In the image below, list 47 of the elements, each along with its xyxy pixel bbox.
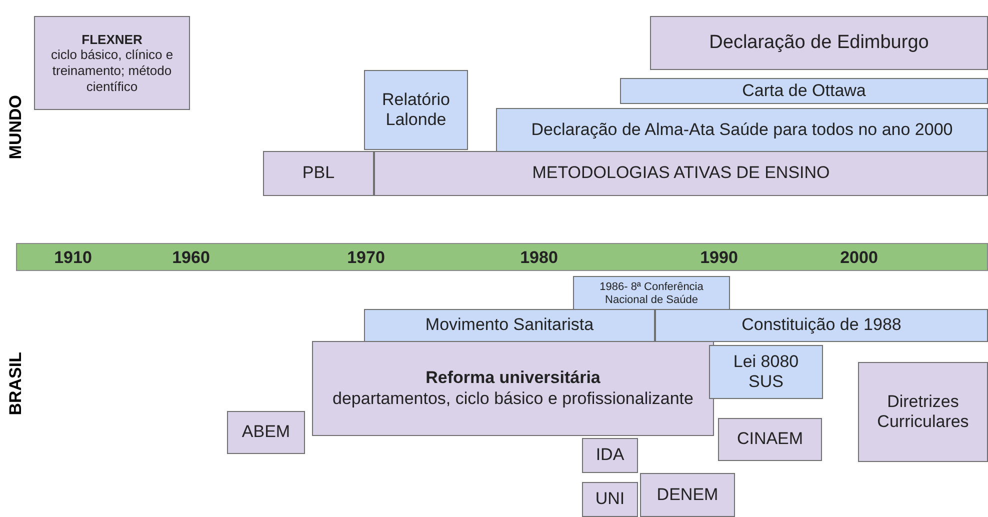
event-box [650, 16, 988, 70]
box-text: PBL [302, 163, 335, 184]
event-box [227, 411, 305, 454]
box-text: departamentos, ciclo básico e profissionalizante [332, 388, 694, 409]
event-box [312, 341, 714, 436]
event-box [573, 276, 730, 312]
box-text: DENEM [656, 484, 718, 506]
year-label: 1970 [347, 248, 385, 268]
event-box [496, 108, 988, 152]
section-label: MUNDO [6, 95, 26, 160]
box-text: Diretrizes Curriculares [876, 392, 970, 432]
box-text: Constituição de 1988 [742, 315, 902, 336]
box-text: 1986- 8ª Conferência Nacional de Saúde [598, 280, 704, 308]
year-label: 1980 [520, 248, 558, 268]
event-box [364, 70, 468, 150]
event-box [709, 345, 823, 399]
event-box [582, 482, 638, 517]
box-title: Reforma universitária [426, 368, 600, 388]
year-label: 1990 [700, 248, 738, 268]
event-box [364, 309, 655, 342]
box-text: Relatório Lalonde [380, 90, 452, 130]
box-text: ABEM [242, 422, 290, 443]
event-box [34, 16, 190, 110]
event-box [640, 473, 735, 517]
box-text: CINAEM [736, 429, 804, 450]
box-text: Lei 8080 SUS [732, 352, 800, 392]
section-label: BRASIL [6, 352, 26, 416]
box-text: IDA [596, 445, 624, 466]
event-box [655, 309, 988, 342]
box-text: METODOLOGIAS ATIVAS DE ENSINO [532, 163, 830, 184]
box-text: Movimento Sanitarista [425, 315, 594, 336]
box-text: ciclo básico, clínico e treinamento; método científico [50, 47, 174, 94]
year-label: 2000 [840, 248, 878, 268]
event-box [374, 151, 988, 196]
box-text: Declaração de Edimburgo [709, 32, 929, 54]
event-box [858, 362, 988, 462]
box-text: UNI [595, 489, 625, 510]
box-text: Declaração de Alma-Ata Saúde para todos no ano 2000 [531, 120, 953, 140]
box-title: FLEXNER [82, 32, 142, 48]
event-box [582, 438, 638, 473]
year-label: 1960 [172, 248, 210, 268]
event-box [718, 418, 822, 461]
event-box [620, 78, 988, 104]
event-box [263, 151, 374, 196]
year-label: 1910 [54, 248, 92, 268]
timeline-bar [16, 243, 988, 271]
box-text: Carta de Ottawa [742, 80, 866, 102]
